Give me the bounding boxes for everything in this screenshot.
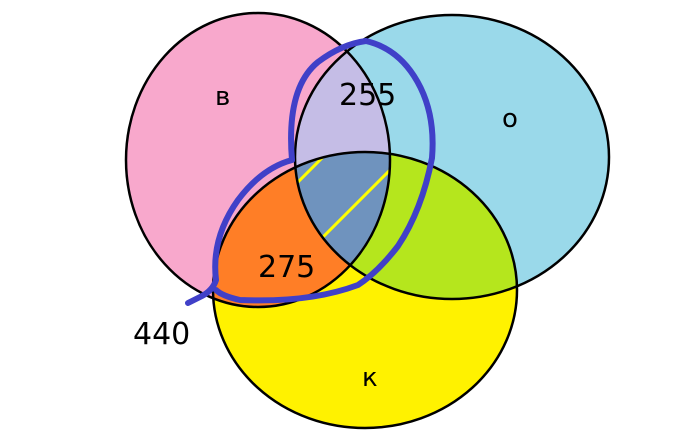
set-left-label: в bbox=[215, 82, 230, 112]
set-left-outline bbox=[124, 11, 392, 309]
set-right-label: о bbox=[502, 104, 518, 134]
set-right-outline bbox=[293, 13, 611, 301]
region-value-275: 275 bbox=[258, 250, 315, 285]
hatch-line bbox=[295, 152, 347, 227]
union-value-440: 440 bbox=[133, 317, 190, 352]
set-bottom-label: к bbox=[362, 363, 378, 393]
union-outline bbox=[185, 38, 436, 306]
region-value-255: 255 bbox=[339, 78, 396, 113]
